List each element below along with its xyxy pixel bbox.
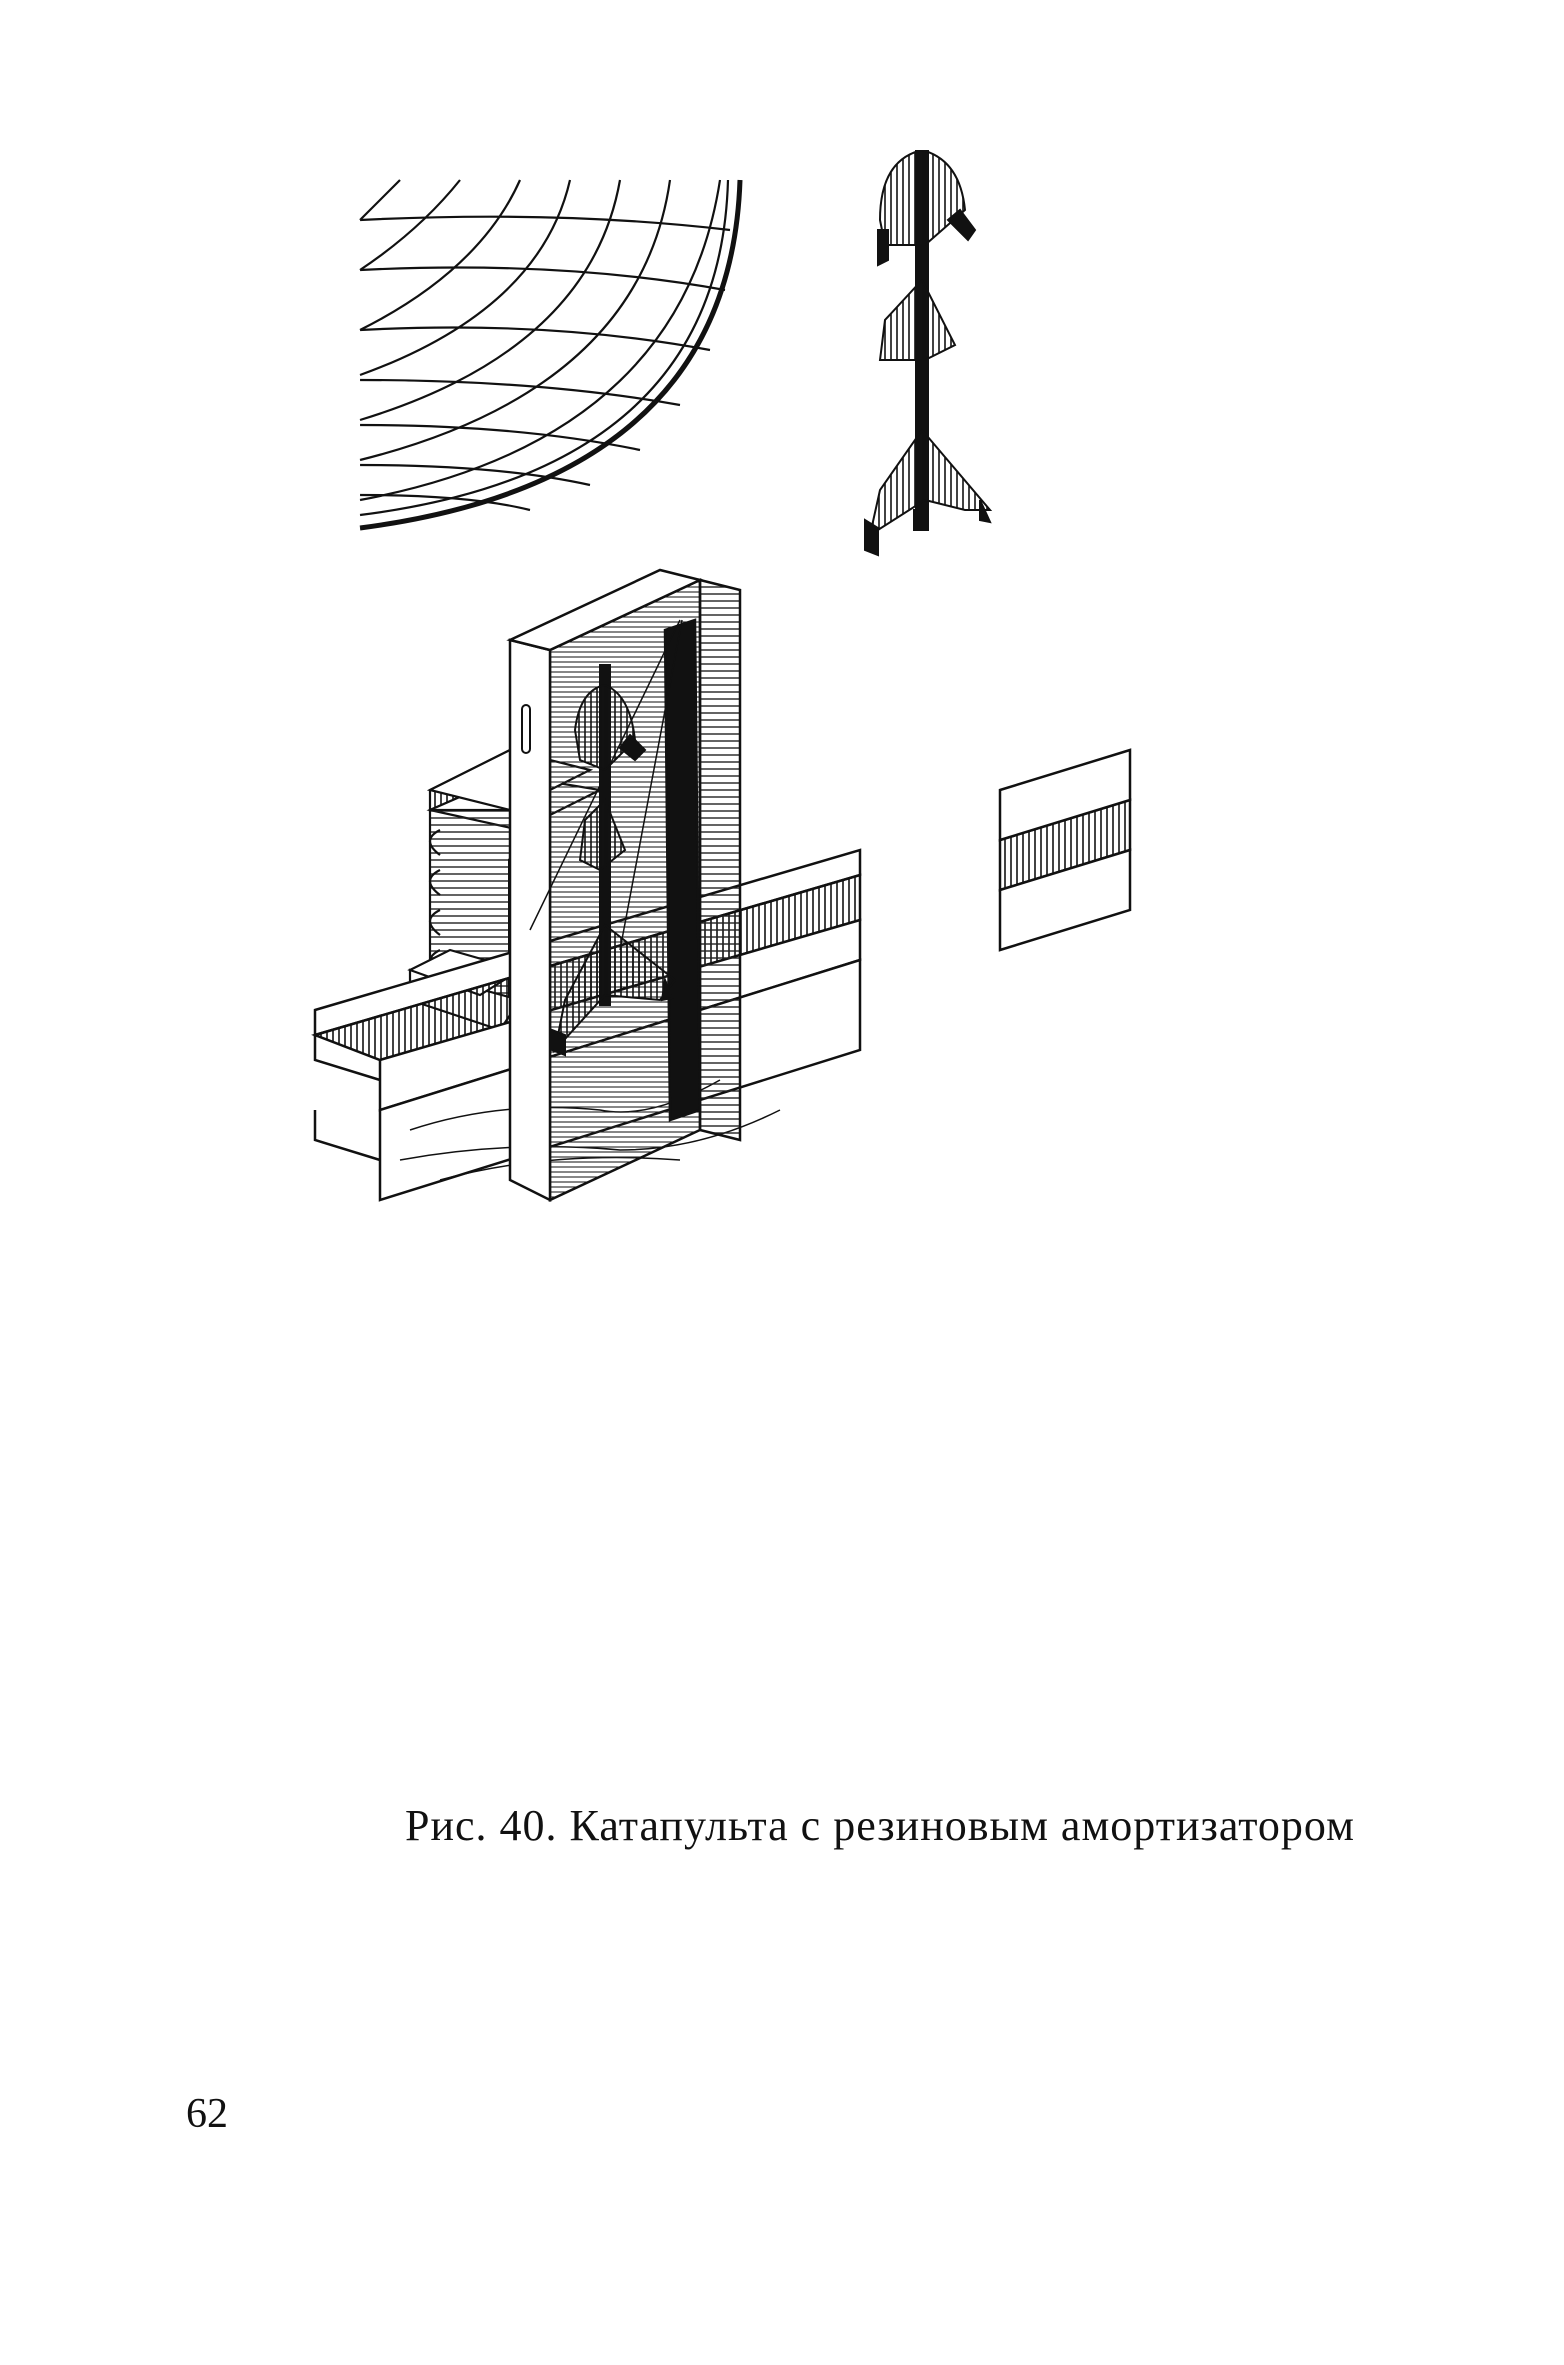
- globe-grid: [359, 179, 743, 531]
- launch-rail: [506, 568, 742, 1203]
- page-number: 62: [186, 2091, 228, 2137]
- rocket-on-rail: [551, 664, 677, 1057]
- catapult-illustration: [300, 150, 1280, 1770]
- figure-caption: Рис. 40. Катапульта с резиновым амортиза…: [405, 1801, 1355, 1850]
- rocket-in-flight: [864, 150, 993, 557]
